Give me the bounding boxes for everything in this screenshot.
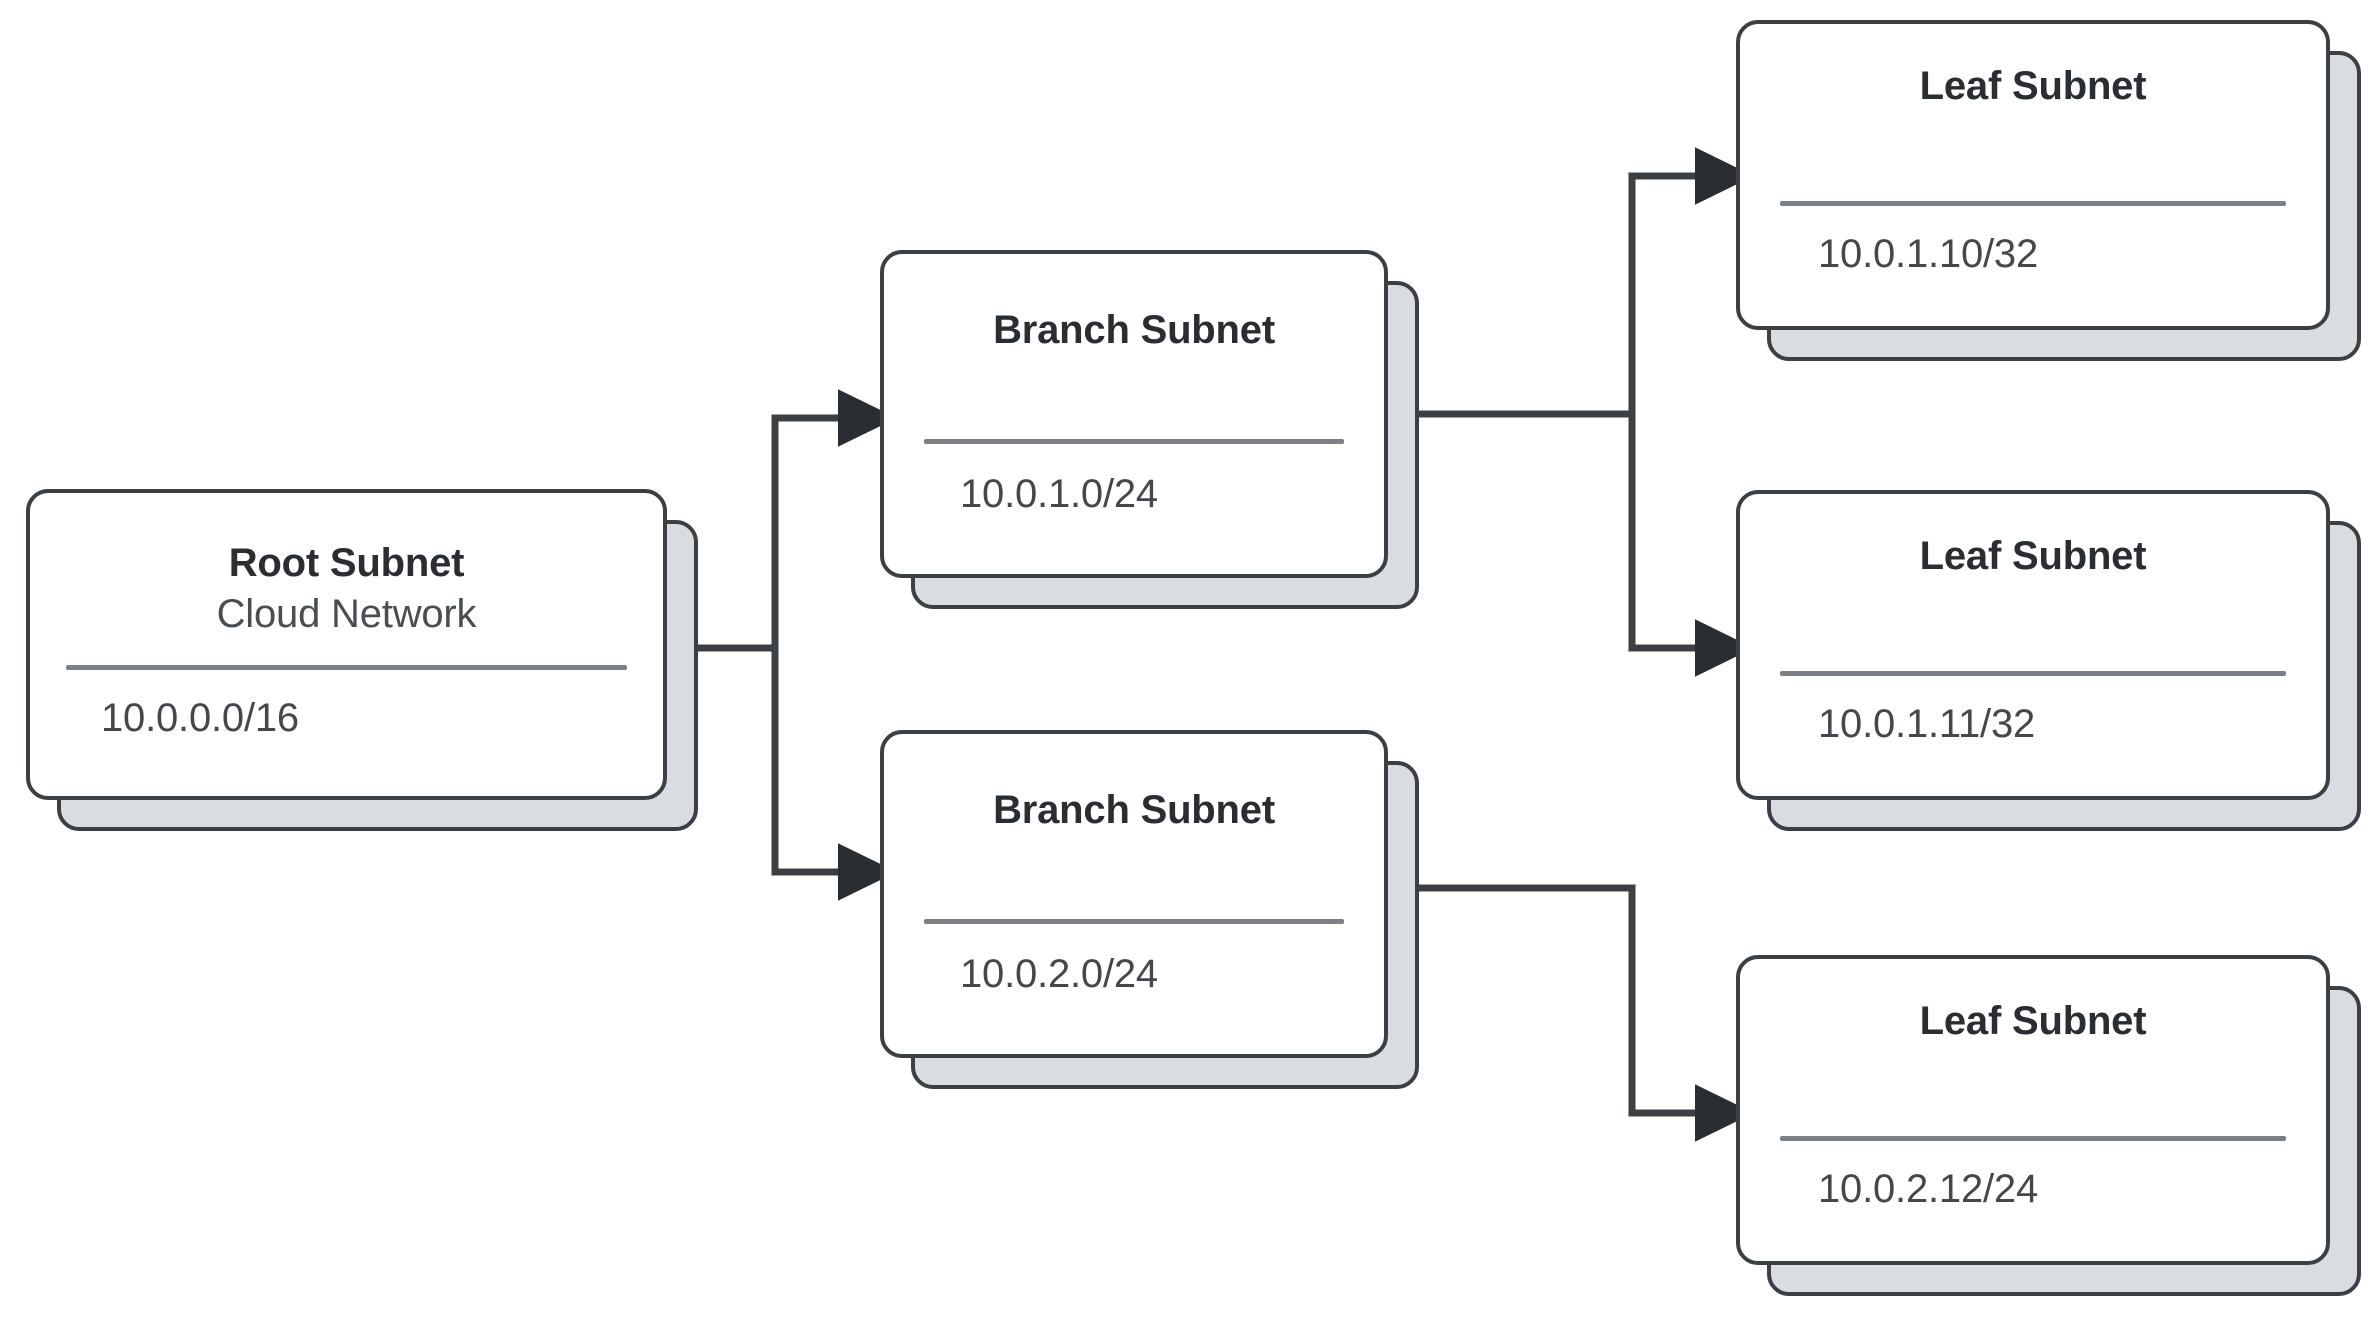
- node-title: Leaf Subnet: [1919, 534, 2147, 578]
- node-title: Branch Subnet: [993, 788, 1275, 832]
- edge-root-to-branch-1: [698, 389, 897, 652]
- node-title: Leaf Subnet: [1919, 999, 2147, 1043]
- node-leaf-subnet-1[interactable]: Leaf Subnet 10.0.1.10/32: [1736, 20, 2361, 361]
- node-cidr: 10.0.1.11/32: [1818, 702, 2036, 746]
- node-cidr: 10.0.2.12/24: [1818, 1167, 2039, 1211]
- node-card[interactable]: Leaf Subnet 10.0.2.12/24: [1736, 955, 2330, 1265]
- edge-root-to-branch-2: [698, 644, 897, 901]
- node-divider: [66, 665, 627, 670]
- node-subtitle: Cloud Network: [216, 592, 477, 636]
- node-divider: [924, 439, 1344, 444]
- node-title: Branch Subnet: [993, 308, 1275, 352]
- node-branch-subnet-2[interactable]: Branch Subnet 10.0.2.0/24: [880, 730, 1419, 1089]
- node-branch-subnet-1[interactable]: Branch Subnet 10.0.1.0/24: [880, 250, 1419, 609]
- node-divider: [1780, 201, 2286, 206]
- node-card[interactable]: Leaf Subnet 10.0.1.11/32: [1736, 490, 2330, 800]
- node-card[interactable]: Branch Subnet 10.0.1.0/24: [880, 250, 1388, 578]
- node-root-subnet[interactable]: Root Subnet Cloud Network 10.0.0.0/16: [26, 489, 698, 831]
- node-divider: [1780, 671, 2286, 676]
- node-title: Leaf Subnet: [1919, 64, 2147, 108]
- node-cidr: 10.0.2.0/24: [960, 952, 1158, 996]
- node-leaf-subnet-2[interactable]: Leaf Subnet 10.0.1.11/32: [1736, 490, 2361, 831]
- edge-branch-2-to-leaf-3: [1419, 884, 1754, 1142]
- node-title: Root Subnet: [228, 541, 465, 585]
- node-cidr: 10.0.1.10/32: [1818, 232, 2039, 276]
- node-card[interactable]: Root Subnet Cloud Network 10.0.0.0/16: [26, 489, 667, 800]
- node-leaf-subnet-3[interactable]: Leaf Subnet 10.0.2.12/24: [1736, 955, 2361, 1296]
- edge-branch-1-to-leaf-2: [1419, 410, 1754, 677]
- node-card[interactable]: Branch Subnet 10.0.2.0/24: [880, 730, 1388, 1058]
- node-cidr: 10.0.0.0/16: [101, 696, 299, 740]
- node-cidr: 10.0.1.0/24: [960, 472, 1158, 516]
- node-card[interactable]: Leaf Subnet 10.0.1.10/32: [1736, 20, 2330, 330]
- node-divider: [924, 919, 1344, 924]
- edge-branch-1-to-leaf-1: [1419, 147, 1754, 418]
- node-divider: [1780, 1136, 2286, 1141]
